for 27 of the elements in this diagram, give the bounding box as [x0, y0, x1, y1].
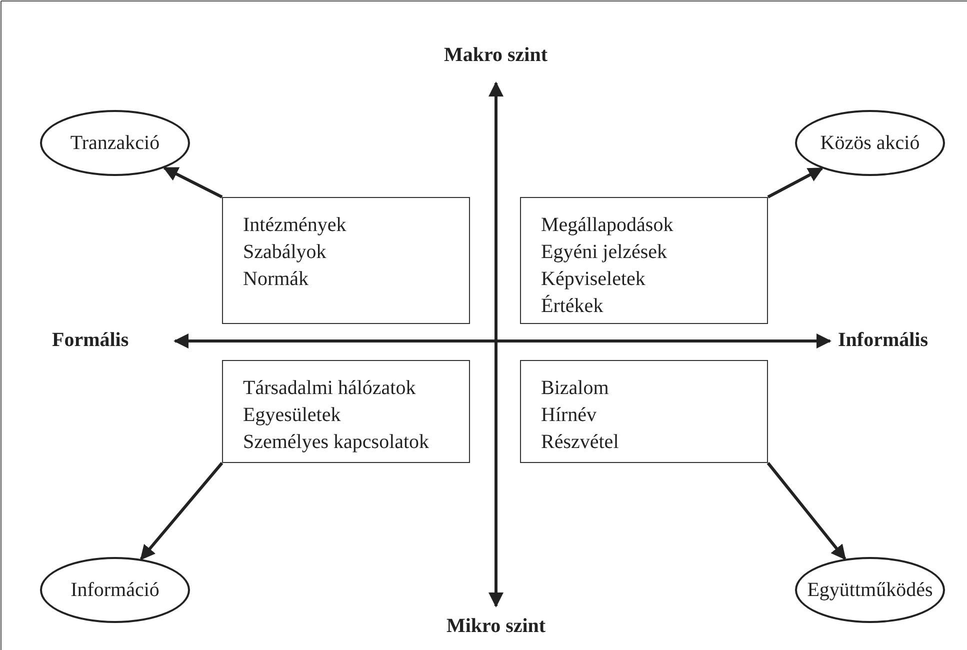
list-item: Személyes kapcsolatok	[243, 430, 430, 455]
text-box	[222, 197, 470, 324]
axis-label: Formális	[52, 329, 129, 352]
list-item: Hírnév	[541, 403, 598, 428]
list-item: Egyéni jelzések	[541, 240, 668, 265]
node-label: Együttműködés	[807, 578, 933, 602]
list-item: Egyesületek	[243, 403, 342, 428]
text-box	[222, 360, 470, 463]
axis-label: Makro szint	[444, 44, 548, 67]
text-box	[520, 360, 768, 463]
arrow	[162, 166, 223, 198]
list-item: Társadalmi hálózatok	[243, 376, 417, 401]
list-item: Szabályok	[243, 240, 328, 265]
axis-label: Informális	[838, 329, 928, 352]
list-item: Értékek	[541, 294, 604, 319]
arrow	[767, 167, 824, 198]
list-item: Normák	[243, 267, 310, 292]
text-box	[520, 197, 768, 324]
axis-label: Mikro szint	[446, 615, 546, 638]
list-item: Intézmények	[243, 213, 348, 238]
list-item: Részvétel	[541, 430, 620, 455]
list-item: Képviseletek	[541, 267, 646, 292]
node-label: Közös akció	[820, 130, 920, 156]
list-item: Megállapodások	[541, 213, 674, 238]
node-label: Információ	[70, 578, 160, 602]
node-label: Tranzakció	[70, 130, 160, 156]
list-item: Bizalom	[541, 376, 610, 401]
